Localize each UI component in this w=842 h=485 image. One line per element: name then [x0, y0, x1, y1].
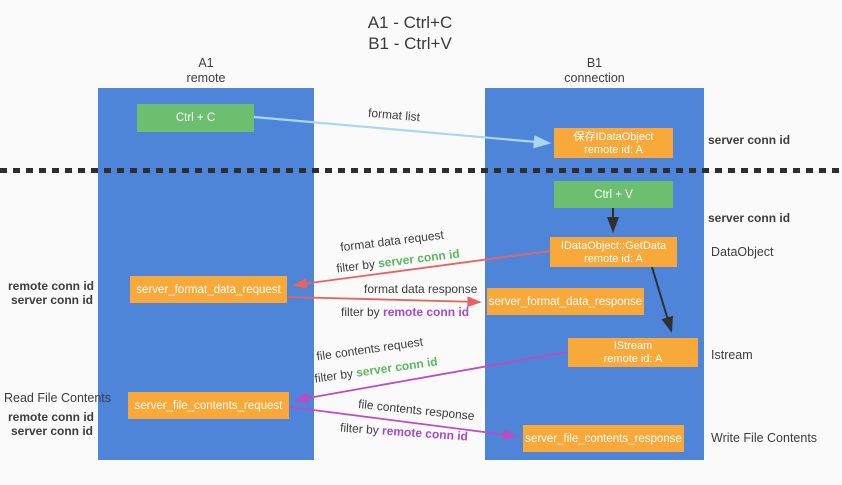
node-format-request-label: server_format_data_request: [136, 283, 281, 296]
annotation-istream: Istream: [711, 348, 753, 362]
lane-header-b1: B1 connection: [485, 56, 704, 86]
label-filter-by-text: filter by: [339, 420, 380, 438]
label-remote-conn-id-text: remote conn id: [381, 423, 469, 444]
lane-a1-subtitle: remote: [186, 71, 226, 85]
node-server-format-data-request: server_format_data_request: [130, 276, 287, 303]
annotation-dataobject: DataObject: [711, 245, 774, 259]
node-ctrl-c-label: Ctrl + C: [175, 112, 216, 124]
annotation-remote-conn-id-2: remote conn id: [8, 410, 95, 424]
label-file-contents-response: file contents response: [357, 396, 476, 424]
node-server-file-contents-response: server_file_contents_response: [523, 425, 684, 452]
label-server-conn-id-text: server conn id: [377, 246, 461, 271]
node-file-request-label: server_file_contents_request: [134, 399, 283, 412]
label-remote-conn-id-text: remote conn id: [383, 305, 470, 319]
session-divider-dashed-line: [0, 168, 842, 173]
label-filter-by-text: filter by: [341, 305, 380, 319]
node-istream: IStream remote id: A: [568, 338, 698, 367]
diagram-title-line2: B1 - Ctrl+V: [368, 34, 452, 53]
label-server-conn-id-text: server conn id: [355, 354, 439, 380]
label-filter-by-remote-conn-id-2: filter by remote conn id: [340, 421, 469, 444]
annotation-server-conn-id-left-1: server conn id: [10, 293, 93, 307]
node-format-response-label: server_format_data_response: [488, 295, 643, 308]
annotation-write-file-contents: Write File Contents: [711, 431, 818, 445]
node-save-idataobject-line1: 保存IDataObject: [573, 130, 654, 143]
label-format-list: format list: [367, 105, 421, 125]
node-save-idataobject: 保存IDataObject remote id: A: [554, 128, 673, 158]
lane-header-a1: A1 remote: [98, 56, 314, 86]
annotation-server-conn-id-left-2: server conn id: [10, 424, 93, 438]
node-istream-line1: IStream: [613, 340, 653, 352]
label-filter-by-text: filter by: [313, 366, 354, 386]
label-filter-by-text: filter by: [335, 256, 376, 276]
arrow-format-data-response: [287, 296, 482, 308]
annotation-remote-conn-id-1: remote conn id: [8, 279, 95, 293]
annotation-server-conn-id-right-1: server conn id: [708, 133, 791, 147]
node-ctrl-c: Ctrl + C: [137, 104, 254, 132]
node-idataobject-getdata: IDataObject::GetData remote id: A: [550, 237, 677, 267]
node-istream-line2: remote id: A: [603, 353, 663, 365]
diagram-title: A1 - Ctrl+C B1 - Ctrl+V: [310, 12, 510, 54]
label-format-data-response: format data response: [364, 282, 478, 296]
node-file-response-label: server_file_contents_response: [525, 432, 682, 445]
annotation-server-conn-id-right-2: server conn id: [708, 211, 791, 225]
node-save-idataobject-line2: remote id: A: [584, 143, 643, 156]
node-ctrl-v-label: Ctrl + V: [594, 188, 633, 201]
node-getdata-line1: IDataObject::GetData: [560, 239, 667, 252]
annotation-read-file-contents: Read File Contents: [4, 391, 112, 405]
node-server-file-contents-request: server_file_contents_request: [128, 392, 289, 419]
label-filter-by-remote-conn-id-1: filter by remote conn id: [341, 305, 469, 319]
node-server-format-data-response: server_format_data_response: [487, 288, 644, 315]
node-getdata-line2: remote id: A: [584, 252, 643, 265]
lane-a1-title: A1: [198, 56, 214, 70]
node-ctrl-v: Ctrl + V: [554, 181, 673, 208]
lane-b1-subtitle: connection: [564, 71, 625, 85]
lane-b1-title: B1: [586, 56, 603, 70]
diagram-title-line1: A1 - Ctrl+C: [367, 13, 453, 32]
